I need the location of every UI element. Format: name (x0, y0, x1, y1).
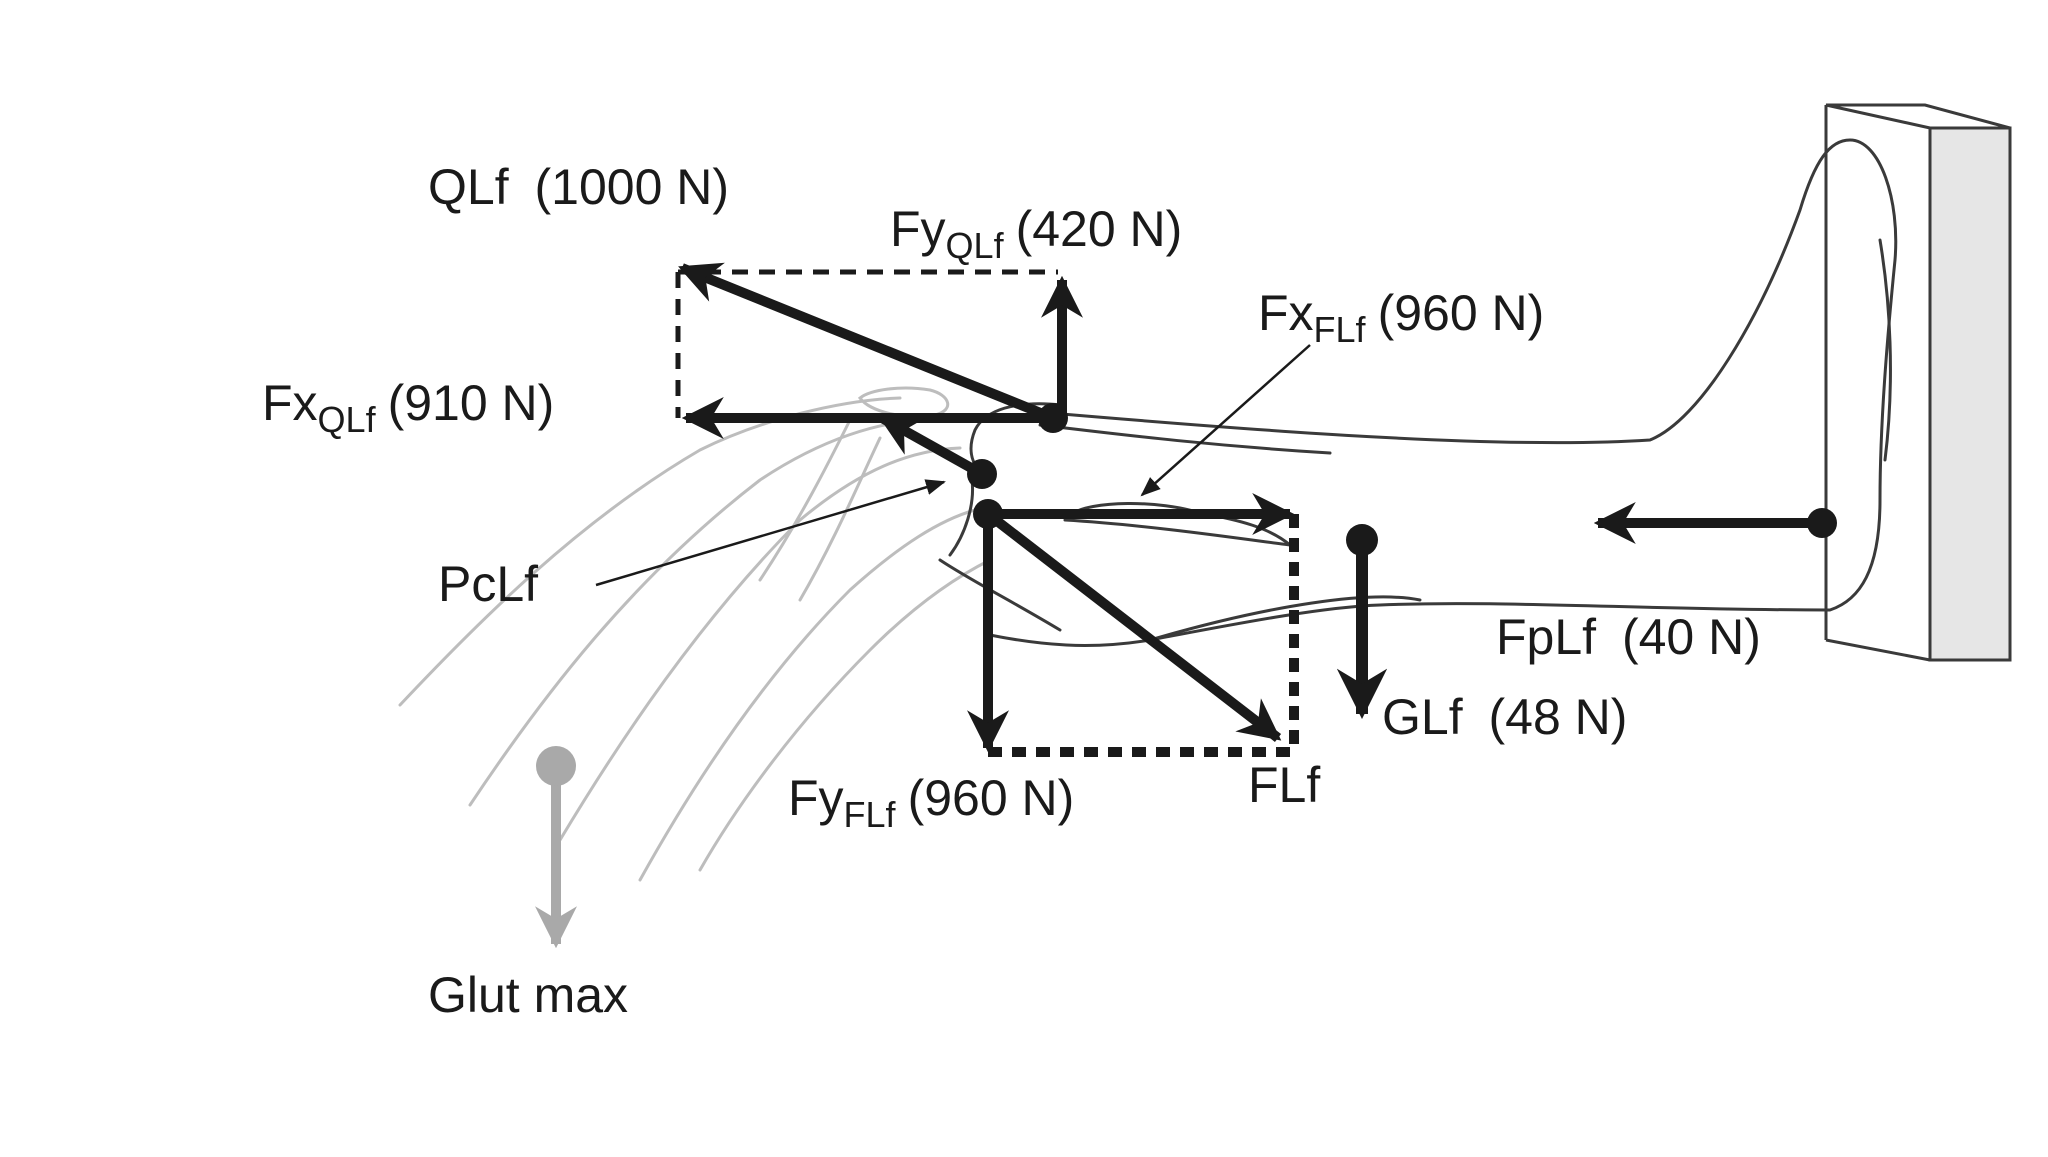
fplf-point (1807, 508, 1837, 538)
pclf-arrow (878, 413, 985, 479)
fplf-label: FpLf (40 N) (1496, 609, 1761, 665)
qlf-label: QLf (1000 N) (428, 159, 729, 215)
fx-qlf-label: FxQLf(910 N) (262, 375, 554, 440)
flf-arrow (984, 510, 1282, 742)
fx-flf-leader (1140, 344, 1311, 497)
component-box-flf (988, 514, 1299, 757)
qlf-force-arrows (678, 262, 1083, 439)
glut-max-point (536, 746, 576, 786)
flf-label: FLf (1248, 757, 1320, 813)
flf-application-point (973, 499, 1003, 529)
fy-qlf-label: FyQLf(420 N) (890, 201, 1182, 266)
wall (1824, 103, 2012, 662)
pclf-label: PcLf (438, 556, 538, 612)
flf-force-arrows (967, 493, 1295, 753)
qlf-arrow (678, 262, 1055, 423)
component-box-qlf (675, 269, 1058, 418)
pclf-leader (595, 479, 946, 587)
qlf-application-point (1038, 403, 1068, 433)
glf-label: GLf (48 N) (1382, 689, 1627, 745)
fy-flf-label: FyFLf(960 N) (788, 770, 1074, 835)
thigh-outline (398, 386, 992, 882)
glut-max-label: Glut max (428, 967, 628, 1023)
glf-point (1346, 524, 1378, 556)
fx-flf-label: FxFLf(960 N) (1258, 285, 1544, 350)
pclf-point (967, 459, 997, 489)
